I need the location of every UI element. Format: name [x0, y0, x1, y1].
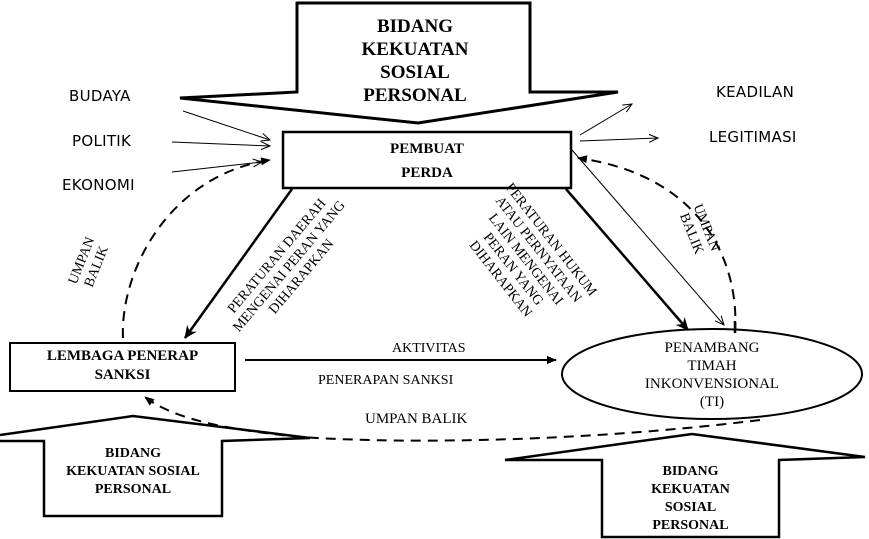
- top-force-line: KEKUATAN: [361, 39, 469, 60]
- thin-direct-arrow: [571, 149, 724, 325]
- sanction-box-label: LEMBAGA PENERAP SANKSI: [10, 347, 235, 385]
- lawmaker-line: PEMBUAT: [390, 141, 464, 157]
- bottom-left-force-line: PERSONAL: [94, 482, 172, 497]
- bottom-right-force-line: BIDANG: [662, 464, 719, 479]
- top-force-line: SOSIAL: [380, 62, 450, 83]
- lawmaker-box-label: PEMBUAT PERDA: [283, 137, 571, 185]
- keadilan-arrow: [579, 104, 632, 136]
- bottom-left-force-arrow: [0, 414, 311, 518]
- lawmaker-line: PERDA: [401, 165, 453, 181]
- miner-line: INKONVENSIONAL: [644, 376, 780, 392]
- bottom-right-force-label: BIDANG KEKUATAN SOSIAL PERSONAL: [602, 463, 779, 535]
- budaya-arrow: [182, 110, 270, 140]
- bottom-right-force-line: KEKUATAN: [651, 482, 730, 497]
- legitimasi-arrow: [579, 138, 658, 141]
- activity-label-top: AKTIVITAS: [392, 341, 466, 356]
- regulation-to-miner-arrow: [565, 188, 689, 331]
- miner-line: (TI): [699, 394, 725, 410]
- bottom-left-force-line: BIDANG: [104, 446, 161, 461]
- top-force-line: PERSONAL: [363, 85, 467, 106]
- miner-ellipse: [561, 328, 863, 420]
- bottom-feedback-curve: [144, 396, 761, 442]
- bottom-left-force-line: KEKUATAN SOSIAL: [66, 464, 200, 479]
- factor-politik: POLITIK: [72, 132, 132, 150]
- miner-ellipse-label: PENAMBANG TIMAH INKONVENSIONAL (TI): [580, 339, 844, 411]
- sanction-box: [9, 342, 236, 392]
- outcome-legitimasi: LEGITIMASI: [709, 128, 797, 146]
- outcome-keadilan: KEADILAN: [716, 83, 795, 101]
- politik-arrow: [171, 142, 270, 146]
- top-force-arrow: [179, 1, 619, 125]
- top-force-line: BIDANG: [376, 16, 453, 37]
- sanction-line: LEMBAGA PENERAP: [46, 348, 199, 364]
- bottom-feedback-label: UMPAN BALIK: [365, 411, 468, 427]
- factor-ekonomi: EKONOMI: [62, 176, 135, 194]
- bottom-left-force-label: BIDANG KEKUATAN SOSIAL PERSONAL: [44, 445, 222, 499]
- sanction-line: SANKSI: [94, 367, 151, 383]
- lawmaker-box: [281, 130, 573, 190]
- bottom-right-force-line: PERSONAL: [652, 518, 729, 533]
- regulation-to-sanction-arrow: [183, 188, 294, 339]
- bottom-right-force-arrow: [504, 432, 866, 539]
- factor-budaya: BUDAYA: [69, 87, 131, 105]
- bottom-right-force-line: SOSIAL: [664, 500, 717, 515]
- ekonomi-arrow: [171, 162, 262, 173]
- miner-line: PENAMBANG: [664, 340, 760, 356]
- top-force-label: BIDANG KEKUATAN SOSIAL PERSONAL: [330, 15, 500, 107]
- activity-label-bottom: PENERAPAN SANKSI: [318, 373, 454, 388]
- miner-line: TIMAH: [687, 358, 737, 374]
